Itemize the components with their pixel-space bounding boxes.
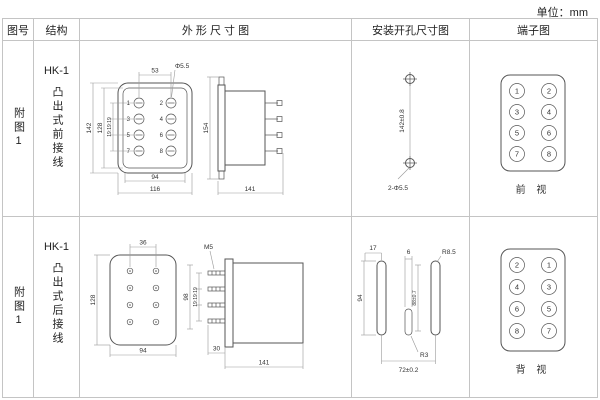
dim-height-outer-2: 128 — [90, 294, 97, 305]
dim-width-outer-2: 94 — [139, 348, 147, 355]
terminal-id: 1 — [515, 87, 519, 96]
dim-slot-pitch: 72±0.2 — [399, 367, 419, 374]
mounting-slots — [376, 260, 441, 336]
terminal-num-7: 7 — [127, 149, 131, 155]
terminal-id: 6 — [547, 129, 551, 138]
dim-width-outer-1: 116 — [150, 186, 161, 193]
mounting-cell-2: 17 6 R8.5 94 88±0.7 R3 72±0.2 — [352, 217, 470, 397]
terminal-id: 5 — [515, 129, 519, 138]
dim-slot-radius: R8.5 — [442, 249, 456, 256]
header-mounting: 安装开孔尺寸图 — [352, 19, 470, 41]
terminal-num-2: 2 — [160, 101, 164, 107]
terminal-circles-2 — [509, 257, 557, 339]
relay-front-view: 1 2 3 4 5 6 7 8 — [117, 82, 193, 174]
view-label-front: 前 视 — [516, 183, 551, 196]
header-terminal: 端子图 — [470, 19, 597, 41]
terminal-id: 3 — [547, 283, 551, 292]
outline-rear-wiring-drawing: 36 128 94 M5 98 19:19:19 30 141 — [90, 240, 304, 369]
dim-side-height-1: 154 — [203, 122, 210, 133]
dim-holes-label-1: 2-Φ5.5 — [388, 185, 408, 192]
dim-edge-offset: 17 — [369, 245, 377, 252]
spec-table: 图号 结构 外 形 尺 寸 图 安装开孔尺寸图 端子图 附图1 HK-1 凸出式… — [2, 18, 598, 398]
dimension-lines-outline-1 — [90, 69, 284, 195]
outline-cell-1: 1 2 3 4 5 6 7 8 — [80, 41, 352, 217]
terminal-circles-1 — [509, 83, 557, 162]
mounting-holes-drawing-1: 142±0.8 2-Φ5.5 — [388, 72, 417, 192]
dim-mounting-height: 94 — [357, 294, 364, 302]
fig-no-1: 附图1 — [12, 107, 25, 150]
terminal-block-outline-2 — [500, 248, 566, 352]
terminal-id: 8 — [547, 150, 551, 159]
dimension-lines-outline-2 — [94, 244, 304, 369]
dim-center-height: 88±0.7 — [412, 290, 418, 305]
dim-row-pitch-2: 19:19:19 — [193, 287, 199, 307]
structure-label-1: 凸出式前接线 — [51, 86, 63, 170]
structure-cell-1: HK-1 凸出式前接线 — [34, 41, 80, 217]
terminal-id: 3 — [515, 108, 519, 117]
terminal-num-6: 6 — [160, 133, 164, 139]
terminal-id: 4 — [547, 108, 551, 117]
terminal-cell-1: 1 2 3 4 5 6 7 8 前 视 — [470, 41, 597, 217]
dim-height-inner-1: 128 — [97, 122, 104, 133]
terminal-id: 6 — [515, 305, 519, 314]
fig-no-cell-2: 附图1 — [3, 217, 34, 397]
dim-depth-1: 141 — [245, 186, 256, 193]
fig-no-2: 附图1 — [12, 285, 25, 329]
dim-depth-2: 141 — [259, 360, 270, 367]
terminal-id: 2 — [515, 261, 519, 270]
terminal-id: 2 — [547, 87, 551, 96]
terminal-id: 7 — [515, 150, 519, 159]
view-label-rear: 背 视 — [516, 363, 551, 376]
structure-cell-2: HK-1 凸出式后接线 — [34, 217, 80, 397]
terminal-id: 1 — [547, 261, 551, 270]
relay-side-view-rear — [207, 258, 304, 348]
mounting-holes — [403, 72, 417, 170]
terminal-num-1: 1 — [127, 101, 131, 107]
terminal-id: 8 — [515, 327, 519, 336]
header-outline: 外 形 尺 寸 图 — [80, 19, 352, 41]
dim-stud-length: 30 — [213, 346, 221, 353]
outline-front-wiring-drawing: 1 2 3 4 5 6 7 8 — [86, 63, 284, 195]
header-fig-no: 图号 — [3, 19, 34, 41]
dimension-lines-mounting-1 — [397, 86, 411, 180]
dim-row-pitch-1: 19:19:19 — [107, 117, 113, 137]
dimension-lines-mounting-2 — [361, 252, 442, 364]
dim-col-pitch-1: 53 — [151, 68, 159, 75]
terminal-id: 7 — [547, 327, 551, 336]
terminal-num-5: 5 — [127, 133, 131, 139]
terminal-diagram-rear: 2 1 4 3 6 5 8 7 背 视 — [500, 248, 566, 376]
dim-stud-zone-height: 98 — [183, 293, 190, 301]
structure-label-2: 凸出式后接线 — [51, 262, 63, 346]
model-label-1: HK-1 — [43, 65, 70, 77]
terminal-num-4: 4 — [160, 117, 164, 123]
terminal-diagram-front: 1 2 3 4 5 6 7 8 前 视 — [500, 74, 566, 196]
terminal-cell-2: 2 1 4 3 6 5 8 7 背 视 — [470, 217, 597, 397]
terminal-num-3: 3 — [127, 117, 131, 123]
fig-no-cell-1: 附图1 — [3, 41, 34, 217]
outline-cell-2: 36 128 94 M5 98 19:19:19 30 141 — [80, 217, 352, 397]
dim-small-radius: R3 — [420, 352, 429, 359]
relay-side-view — [217, 76, 283, 180]
dim-hole-dia-1: Φ5.5 — [175, 63, 190, 70]
dim-width-inner-1: 94 — [151, 174, 159, 181]
terminal-id: 4 — [515, 283, 519, 292]
mounting-cell-1: 142±0.8 2-Φ5.5 — [352, 41, 470, 217]
dim-col-pitch-2: 36 — [139, 240, 147, 247]
model-label-2: HK-1 — [43, 241, 70, 253]
relay-rear-view — [109, 254, 177, 346]
terminal-num-8: 8 — [160, 149, 164, 155]
terminal-id: 5 — [547, 305, 551, 314]
mounting-holes-drawing-2: 17 6 R8.5 94 88±0.7 R3 72±0.2 — [357, 245, 456, 374]
header-structure: 结构 — [34, 19, 80, 41]
unit-label: 单位：mm — [536, 7, 588, 19]
dim-height-outer-1: 142 — [86, 122, 93, 133]
dim-slot-width: 6 — [407, 249, 411, 256]
dim-hole-pitch-1: 142±0.8 — [399, 109, 406, 133]
terminal-block-outline-1 — [500, 74, 566, 172]
dim-stud-thread: M5 — [204, 244, 213, 251]
